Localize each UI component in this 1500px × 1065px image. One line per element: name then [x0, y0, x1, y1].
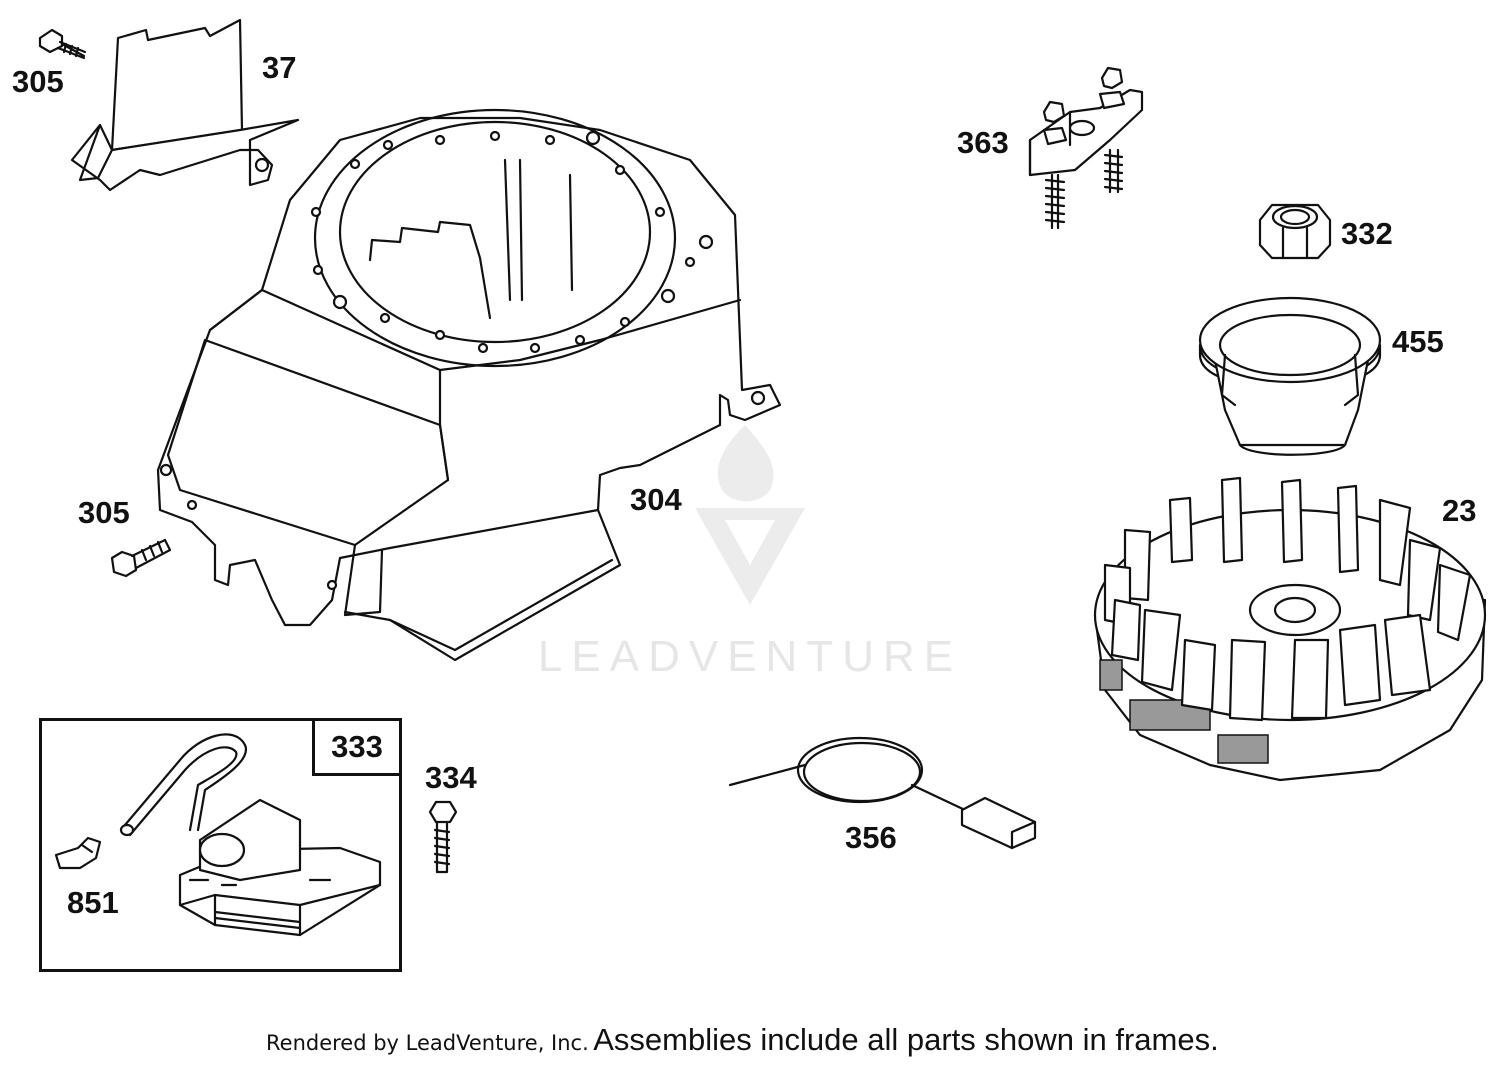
footer-note: Assemblies include all parts shown in fr…: [593, 1022, 1219, 1057]
flywheel-23: [1093, 476, 1487, 782]
label-305-mid: 305: [78, 495, 130, 530]
wire-356: [728, 736, 1037, 850]
watermark-logo: [695, 425, 805, 605]
label-23: 23: [1442, 493, 1477, 528]
spark-clip-851: [54, 836, 102, 870]
label-363: 363: [957, 125, 1009, 160]
cup-455: [1198, 296, 1382, 456]
blower-housing-304: [156, 108, 782, 662]
label-333: 333: [312, 718, 402, 776]
screw-305-mid: [110, 538, 172, 578]
baffle-37: [70, 18, 300, 192]
label-356: 356: [845, 820, 897, 855]
label-455: 455: [1392, 324, 1444, 359]
bolt-334: [428, 800, 458, 874]
bracket-363: [1028, 66, 1144, 230]
nut-332: [1258, 203, 1332, 260]
assembly-frame-333: 333: [39, 718, 402, 972]
label-305-top: 305: [12, 64, 64, 99]
ignition-coil-333: [119, 733, 382, 937]
label-304: 304: [630, 482, 682, 517]
footer-credit[interactable]: Rendered by LeadVenture, Inc.: [266, 1031, 589, 1055]
label-851: 851: [67, 885, 119, 920]
footer: Rendered by LeadVenture, Inc. Assemblies…: [266, 1022, 1219, 1058]
label-332: 332: [1341, 216, 1393, 251]
watermark-text: LEADVENTURE: [537, 632, 963, 681]
label-37: 37: [262, 50, 297, 85]
screw-305-top: [38, 28, 87, 60]
label-334: 334: [425, 760, 477, 795]
